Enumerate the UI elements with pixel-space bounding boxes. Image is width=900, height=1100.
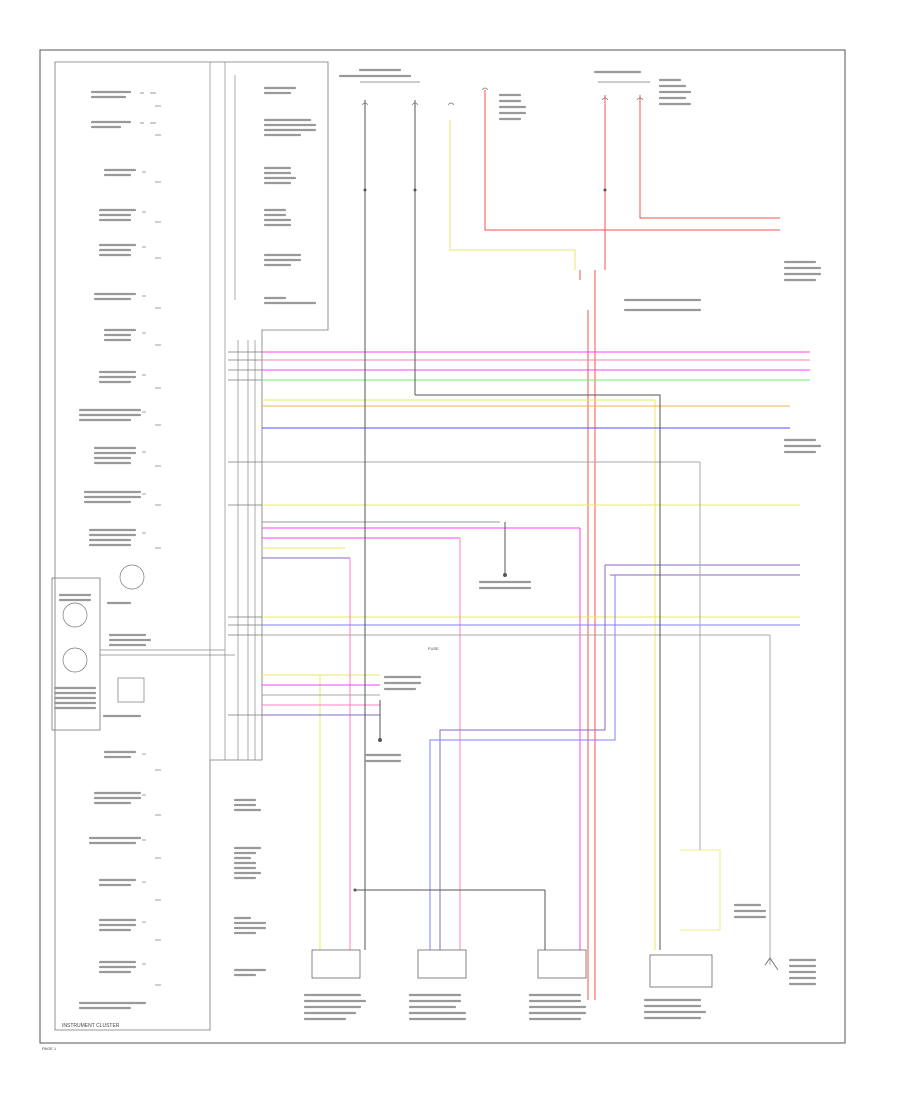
component-box-1 xyxy=(311,949,361,979)
fuse-label: FUSE xyxy=(428,646,439,651)
instrument-cluster-label: INSTRUMENT CLUSTER xyxy=(62,1023,120,1029)
page-ref-label: PAGE 1 xyxy=(42,1046,57,1051)
component-box-4 xyxy=(649,954,713,988)
power-wires xyxy=(484,90,780,1000)
top-labels xyxy=(338,68,822,763)
bottom-component-labels xyxy=(303,903,817,1021)
connector-dots xyxy=(353,188,607,892)
data-bus-wires xyxy=(262,100,810,965)
speedometer-gauge-icon xyxy=(62,647,88,673)
cluster-internal-lines xyxy=(100,62,256,760)
gauge-box xyxy=(51,577,101,731)
instrument-cluster-outline xyxy=(54,61,329,1031)
component-box-2 xyxy=(417,949,467,979)
fuse-symbols xyxy=(360,81,650,106)
tachometer-gauge-icon xyxy=(62,602,88,628)
bottom-components xyxy=(311,849,779,988)
diagram-border xyxy=(39,49,846,1044)
fuel-gauge-icon xyxy=(119,564,145,590)
pressure-switch-icon xyxy=(764,957,779,971)
indicator-labels xyxy=(53,90,152,1010)
cluster-right-labels xyxy=(233,86,317,977)
component-box-3 xyxy=(537,949,587,979)
signal-wires-yellow xyxy=(262,120,800,950)
indicator-led-icons xyxy=(140,92,161,986)
bus-connector-ticks xyxy=(228,351,262,716)
display-icon xyxy=(117,677,145,703)
